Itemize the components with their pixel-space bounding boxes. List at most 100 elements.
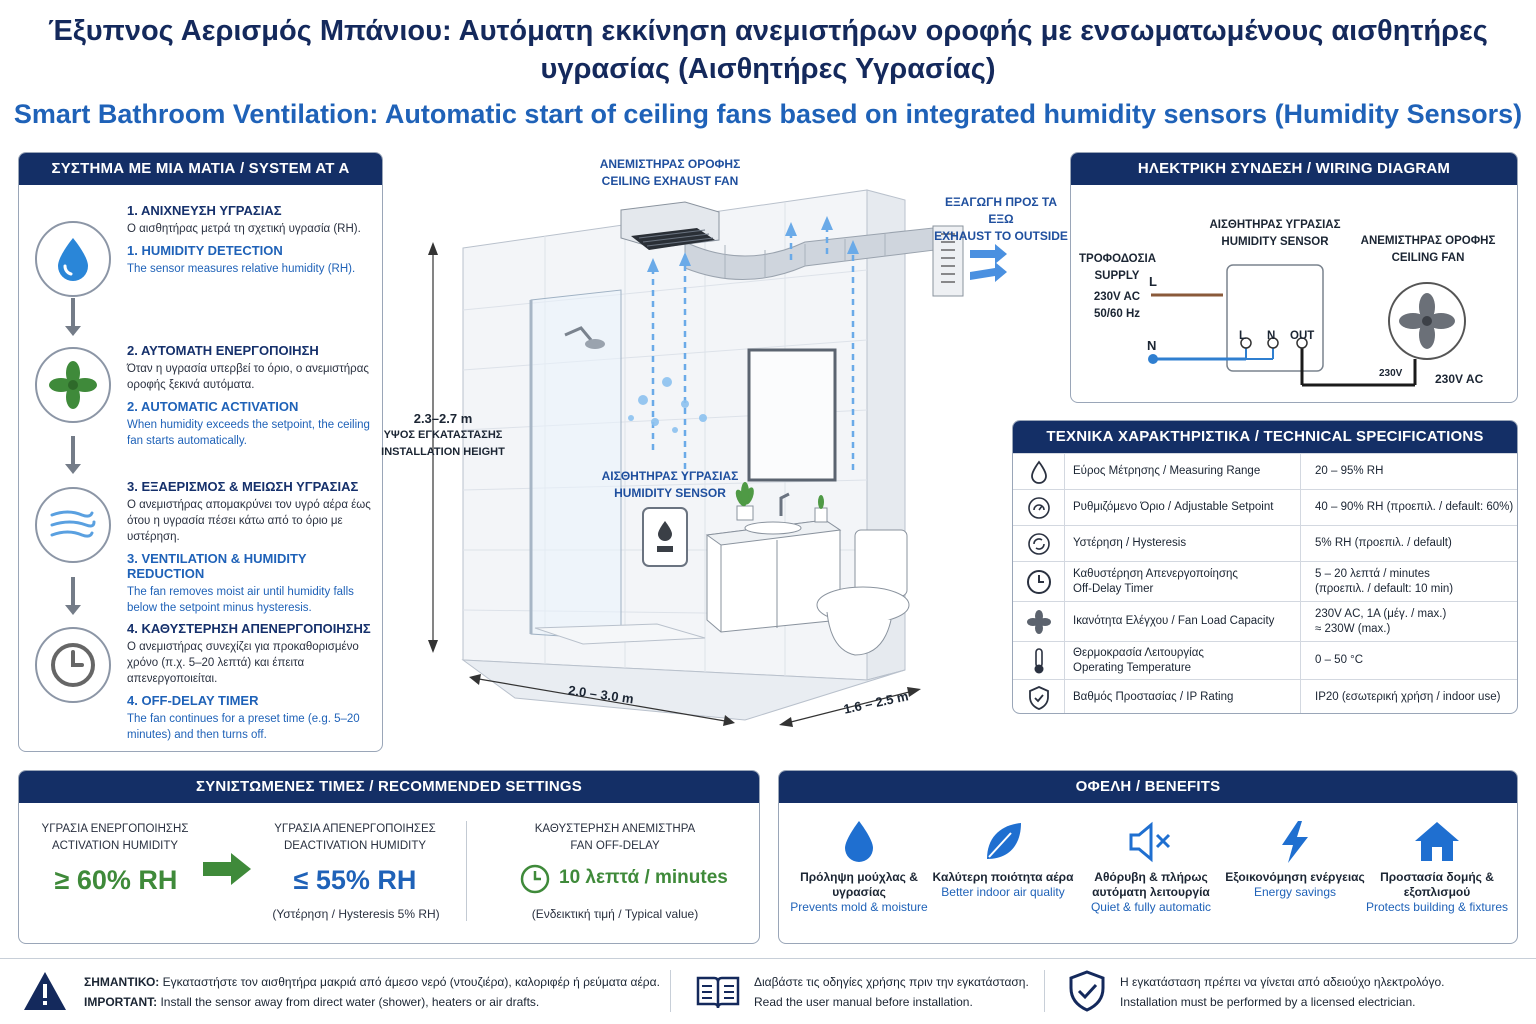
benefit-text-gr: Καλύτερη ποιότητα αέρα [932,870,1074,884]
activation-value: ≥ 60% RH [54,865,178,895]
drop-outline-icon [1013,454,1065,489]
wiring-diagram-panel: ΗΛΕΚΤΡΙΚΗ ΣΥΝΔΕΣΗ / WIRING DIAGRAM ΤΡΟΦΟ… [1070,152,1518,403]
spec-value: 0 – 50 °C [1315,654,1364,666]
fan-label: ΑΝΕΜΙΣΤΗΡΑΣ ΟΡΟΦΗΣ CEILING EXHAUST FAN [575,156,765,190]
spec-row: Υστέρηση / Hysteresis 5% RH (προεπιλ. / … [1013,525,1517,561]
deactivation-note: (Υστέρηση / Hysteresis 5% RH) [272,907,440,921]
page-title-greek: Έξυπνος Αερισμός Μπάνιου: Αυτόματη εκκίν… [48,15,1488,85]
benefit-text-gr: Προστασία δομής & εξοπλισμού [1380,870,1494,899]
benefit-text-gr: Εξοικονόμηση ενέργειας [1225,870,1365,884]
step-title-en: 3. VENTILATION & HUMIDITY REDUCTION [127,551,307,581]
step-title-en: 1. HUMIDITY DETECTION [127,243,283,258]
mute-speaker-icon [1129,821,1171,863]
spec-value: IP20 (εσωτερική χρήση / indoor use) [1315,691,1501,703]
bathroom-scene: ΑΝΕΜΙΣΤΗΡΑΣ ΟΡΟΦΗΣ CEILING EXHAUST FAN Ε… [381,150,1075,760]
water-drop-icon [35,221,111,297]
page-title-english: Smart Bathroom Ventilation: Automatic st… [13,99,1523,129]
lightning-icon [1282,821,1308,863]
fan-label-gr: ΑΝΕΜΙΣΤΗΡΑΣ ΟΡΟΦΗΣ [599,157,741,171]
step-text-gr: Όταν η υγρασία υπερβεί το όριο, ο ανεμισ… [127,363,369,391]
spec-value: 40 – 90% RH (προεπιλ. / default: 60%) [1315,501,1514,513]
terminal-out: OUT [1290,330,1315,342]
manual-note: Διαβάστε τις οδηγίες χρήσης πριν την εγκ… [754,972,1044,1012]
hysteresis-icon [1013,526,1065,561]
arrow-down-icon [65,298,81,336]
step-title-gr: 3. ΕΞΑΕΡΙΣΜΟΣ & ΜΕΙΩΣΗ ΥΓΡΑΣΙΑΣ [127,479,359,494]
benefit-item: Εξοικονόμηση ενέργειας Energy savings [1221,819,1369,900]
line-l-label: L [1149,274,1157,289]
step-text-en: The fan continues for a preset time (e.g… [127,713,360,741]
panel-header: ΗΛΕΚΤΡΙΚΗ ΣΥΝΔΕΣΗ / WIRING DIAGRAM [1071,153,1517,185]
spec-row: Βαθμός Προστασίας / IP Rating IP20 (εσωτ… [1013,679,1517,713]
spec-value: 5% RH (προεπιλ. / default) [1315,537,1452,549]
supply-label-en: SUPPLY [1094,270,1140,282]
out-voltage: 230V [1379,368,1403,379]
step-title-gr: 4. ΚΑΘΥΣΤΕΡΗΣΗ ΑΠΕΝΕΡΓΟΠΟΙΗΣΗΣ [127,621,371,636]
spec-row: Θερμοκρασία Λειτουργίας Operating Temper… [1013,641,1517,679]
spec-label: Ικανότητα Ελέγχου / Fan Load Capacity [1065,602,1301,641]
exhaust-label: ΕΞΑΓΩΓΗ ΠΡΟΣ ΤΑ ΕΞΩ EXHAUST TO OUTSIDE [931,194,1071,245]
spec-label: Καθυστέρηση Απενεργοποίησης Off-Delay Ti… [1065,562,1301,601]
important-note: ΣΗΜΑΝΤΙΚΟ: Εγκαταστήστε τον αισθητήρα μα… [84,972,664,1012]
activation-label: ΥΓΡΑΣΙΑ ΕΝΕΡΓΟΠΟΙΗΣΗΣ ACTIVATION HUMIDIT… [37,821,193,855]
benefit-text-en: Prevents mold & moisture [790,900,928,914]
fan-label-en: CEILING EXHAUST FAN [601,174,739,188]
step-text-en: When humidity exceeds the setpoint, the … [127,419,370,447]
benefit-text-gr: Πρόληψη μούχλας & υγρασίας [800,870,918,899]
step-text-gr: Ο αισθητήρας μετρά τη σχετική υγρασία (R… [127,223,361,235]
exhaust-label-en: EXHAUST TO OUTSIDE [934,229,1068,243]
step-text-en: The sensor measures relative humidity (R… [127,263,356,275]
panel-header: ΣΥΝΙΣΤΩΜΕΝΕΣ ΤΙΜΕΣ / RECOMMENDED SETTING… [19,771,759,803]
panel-header: ΣΥΣΤΗΜΑ ΜΕ ΜΙΑ ΜΑΤΙΑ / SYSTEM AT A GLANC… [19,153,382,209]
activation-label-gr: ΥΓΡΑΣΙΑ ΕΝΕΡΓΟΠΟΙΗΣΗΣ [41,823,189,835]
spec-row: Ρυθμιζόμενο Όριο / Adjustable Setpoint 4… [1013,489,1517,525]
deactivation-label-en: DEACTIVATION HUMIDITY [283,840,427,852]
clock-icon [35,627,111,703]
spec-row: Εύρος Μέτρησης / Measuring Range 20 – 95… [1013,453,1517,489]
sensor-label-en: HUMIDITY SENSOR [614,486,726,500]
benefits-panel: ΟΦΕΛΗ / BENEFITS Πρόληψη μούχλας & υγρασ… [778,770,1518,944]
arrow-right-icon [203,853,251,885]
benefit-item: Καλύτερη ποιότητα αέρα Better indoor air… [929,819,1077,900]
important-label-gr: ΣΗΜΑΝΤΙΚΟ: [84,975,160,989]
manual-text-en: Read the user manual before installation… [754,995,973,1009]
wiring-sensor-label-gr: ΑΙΣΘΗΤΗΡΑΣ ΥΓΡΑΣΙΑΣ [1209,219,1341,231]
height-label-gr: ΥΨΟΣ ΕΓΚΑΤΑΣΤΑΣΗΣ [383,429,503,441]
supply-label: ΤΡΟΦΟΔΟΣΙΑ SUPPLY 230V AC 50/60 Hz [1079,251,1156,323]
spec-row: Ικανότητα Ελέγχου / Fan Load Capacity 23… [1013,601,1517,641]
benefit-item: Προστασία δομής & εξοπλισμού Protects bu… [1363,819,1511,915]
spec-label: Θερμοκρασία Λειτουργίας Operating Temper… [1065,642,1301,679]
wiring-fan-label: ΑΝΕΜΙΣΤΗΡΑΣ ΟΡΟΦΗΣ CEILING FAN [1353,233,1503,267]
step-text-gr: Ο ανεμιστήρας απομακρύνει τον υγρό αέρα … [127,499,371,543]
leaf-icon [987,823,1021,859]
bathroom-illustration [428,189,1007,727]
step-title-gr: 1. ΑΝΙΧΝΕΥΣΗ ΥΓΡΑΣΙΑΣ [127,203,282,218]
height-value: 2.3–2.7 m [413,411,473,426]
step-title-en: 2. AUTOMATIC ACTIVATION [127,399,299,414]
wiring-fan-label-gr: ΑΝΕΜΙΣΤΗΡΑΣ ΟΡΟΦΗΣ [1360,235,1496,247]
activation-label-en: ACTIVATION HUMIDITY [51,840,179,852]
terminal-n: N [1267,330,1276,342]
important-label-en: IMPORTANT: [84,995,158,1009]
delay-label: ΚΑΘΥΣΤΕΡΗΣΗ ΑΝΕΜΙΣΤΗΡΑ FAN OFF-DELAY [515,821,715,855]
benefit-text-en: Quiet & fully automatic [1090,900,1212,914]
step-text-gr: Ο ανεμιστήρας συνεχίζει για προκαθορισμέ… [127,641,359,685]
manual-text-gr: Διαβάστε τις οδηγίες χρήσης πριν την εγκ… [754,975,1029,989]
sensor-label: ΑΙΣΘΗΤΗΡΑΣ ΥΓΡΑΣΙΑΣ HUMIDITY SENSOR [585,468,755,502]
delay-label-gr: ΚΑΘΥΣΤΕΡΗΣΗ ΑΝΕΜΙΣΤΗΡΑ [534,823,696,835]
spec-row: Καθυστέρηση Απενεργοποίησης Off-Delay Ti… [1013,561,1517,601]
delay-value: 10 λεπτά / minutes [559,867,728,888]
electrician-text-gr: Η εγκατάσταση πρέπει να γίνεται από αδει… [1120,975,1445,989]
shield-check-icon [1069,970,1105,1012]
deactivation-label-gr: ΥΓΡΑΣΙΑ ΑΠΕΝΕΡΓΟΠΟΙΗΣΕΣ [274,823,436,835]
spec-label: Εύρος Μέτρησης / Measuring Range [1065,454,1301,489]
benefit-text-gr: Αθόρυβη & πλήρως αυτόματη λειτουργία [1092,870,1210,899]
arrow-down-icon [65,436,81,474]
spec-value: 20 – 95% RH [1315,465,1384,477]
wiring-sensor-label: ΑΙΣΘΗΤΗΡΑΣ ΥΓΡΑΣΙΑΣ HUMIDITY SENSOR [1195,217,1355,251]
divider [466,821,467,921]
recommended-settings-panel: ΣΥΝΙΣΤΩΜΕΝΕΣ ΤΙΜΕΣ / RECOMMENDED SETTING… [18,770,760,944]
supply-voltage: 230V AC [1093,291,1141,303]
exhaust-label-gr: ΕΞΑΓΩΓΗ ΠΡΟΣ ΤΑ ΕΞΩ [944,195,1058,226]
deactivation-value: ≤ 55% RH [293,865,417,895]
